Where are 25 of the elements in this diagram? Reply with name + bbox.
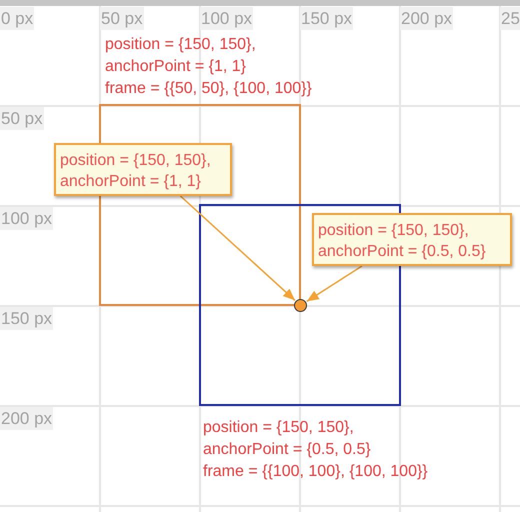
- arrow: [180, 195, 296, 301]
- anchor-point-dot: [294, 299, 307, 312]
- axis-label: 150 px: [0, 307, 54, 330]
- property-caption: frame = {{50, 50}, {100, 100}}: [105, 79, 312, 99]
- axis-label: 200 px: [0, 407, 54, 430]
- axis-label: 200 px: [400, 7, 454, 30]
- property-caption: anchorPoint = {0.5, 0.5}: [203, 440, 371, 460]
- axis-label: 100 px: [0, 207, 54, 230]
- axis-label: 25: [500, 7, 520, 30]
- property-caption: frame = {{100, 100}, {100, 100}}: [203, 462, 428, 482]
- axis-label: 100 px: [200, 7, 254, 30]
- callout-text: position = {150, 150},: [60, 151, 211, 171]
- callout: [312, 213, 512, 266]
- axis-label: 150 px: [300, 7, 354, 30]
- property-caption: anchorPoint = {1, 1}: [105, 57, 246, 77]
- callout-text: position = {150, 150},: [318, 221, 469, 241]
- property-caption: position = {150, 150},: [105, 35, 256, 55]
- axis-label: 50 px: [0, 107, 44, 130]
- axis-label: 50 px: [100, 7, 144, 30]
- callout-text: anchorPoint = {0.5, 0.5}: [318, 242, 486, 262]
- axis-label: 0 px: [0, 7, 34, 30]
- arrow: [306, 265, 362, 302]
- property-caption: position = {150, 150},: [203, 418, 354, 438]
- callout-text: anchorPoint = {1, 1}: [60, 172, 201, 192]
- callout: [54, 143, 232, 196]
